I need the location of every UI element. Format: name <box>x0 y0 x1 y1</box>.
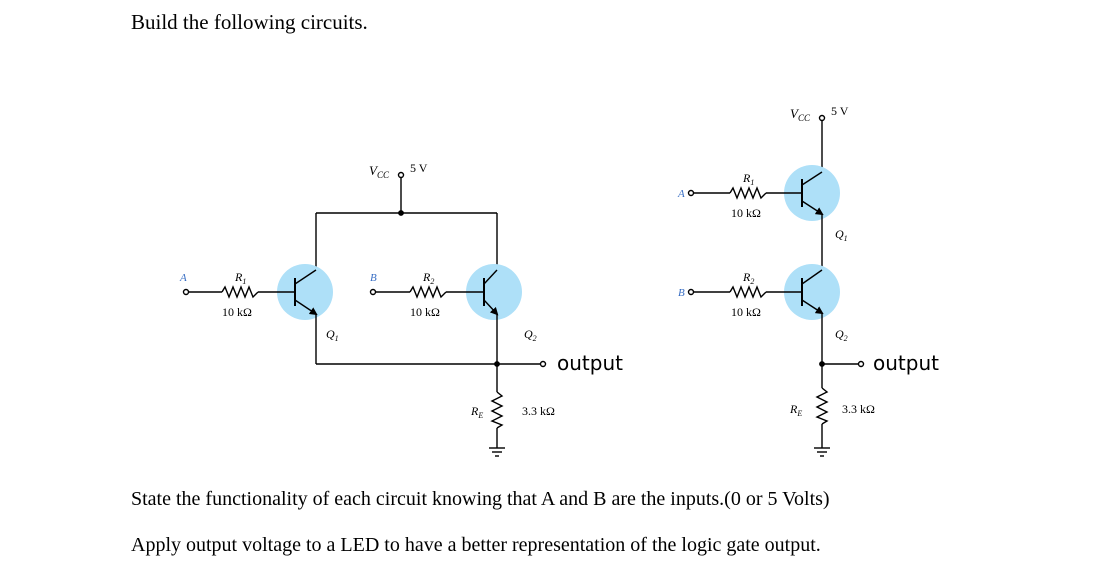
right-input-a-terminal <box>687 189 695 197</box>
right-q1-body <box>784 165 840 221</box>
right-output-terminal <box>857 360 865 368</box>
left-vcc-label: VCC <box>369 163 390 180</box>
left-input-b-label: B <box>370 272 377 284</box>
right-r1-label: R1 <box>742 171 754 187</box>
left-r1-label: R1 <box>234 270 246 286</box>
left-input-a-terminal <box>182 288 190 296</box>
left-input-a-label: A <box>179 272 187 284</box>
right-input-a-label: A <box>677 188 685 200</box>
left-ground-icon <box>489 447 505 457</box>
page-heading: Build the following circuits. <box>131 10 368 34</box>
left-q2-label: Q2 <box>524 327 537 343</box>
right-ground-icon <box>814 447 830 457</box>
right-r2-resistor <box>729 285 767 299</box>
left-q2-emitter <box>483 299 499 316</box>
left-q1-label: Q1 <box>326 327 339 343</box>
left-r1-value: 10 kΩ <box>222 305 252 319</box>
left-q2-transistor <box>466 264 522 320</box>
right-vcc-label: VCC <box>790 106 811 123</box>
right-input-b-label: B <box>678 287 685 299</box>
right-q2-emitter <box>801 299 824 315</box>
left-r2-resistor <box>409 285 447 299</box>
right-output-label: output <box>873 351 939 375</box>
left-vcc-terminal <box>397 171 405 179</box>
right-r1-value: 10 kΩ <box>731 206 761 220</box>
circuit-left <box>182 171 547 457</box>
right-re-resistor <box>815 387 829 425</box>
right-input-b-terminal <box>687 288 695 296</box>
left-q2-body <box>466 264 522 320</box>
left-r2-label: R2 <box>422 270 434 286</box>
left-re-label: RE <box>470 404 483 420</box>
right-re-value: 3.3 kΩ <box>842 402 875 416</box>
left-re-value: 3.3 kΩ <box>522 404 555 418</box>
left-r2-value: 10 kΩ <box>410 305 440 319</box>
question-functionality: State the functionality of each circuit … <box>131 488 830 510</box>
left-q1-body <box>277 264 333 320</box>
left-r1-resistor <box>221 285 259 299</box>
left-output-terminal <box>539 360 547 368</box>
left-re-resistor <box>490 391 504 429</box>
left-q1-transistor <box>277 264 333 320</box>
right-vcc-terminal <box>818 114 826 122</box>
left-output-label: output <box>557 351 623 375</box>
right-q2-body <box>784 264 840 320</box>
left-q2-collector <box>483 269 498 285</box>
right-re-label: RE <box>789 402 802 418</box>
right-vcc-value: 5 V <box>831 104 849 118</box>
left-q1-collector <box>294 269 317 285</box>
right-q1-label: Q1 <box>835 227 848 243</box>
left-vcc-value: 5 V <box>410 161 428 175</box>
right-r2-label: R2 <box>742 270 754 286</box>
question-led: Apply output voltage to a LED to have a … <box>131 534 821 556</box>
right-q1-emitter <box>801 200 824 216</box>
circuit-right-labels: VCC 5 V A B R1 10 kΩ R2 10 kΩ Q1 Q2 outp… <box>677 104 939 418</box>
left-q1-emitter <box>294 299 318 316</box>
right-r2-value: 10 kΩ <box>731 305 761 319</box>
circuit-left-labels: VCC 5 V A B R1 10 kΩ R2 10 kΩ Q1 Q2 outp… <box>179 161 623 420</box>
circuit-right <box>687 114 865 457</box>
right-r1-resistor <box>729 186 767 200</box>
right-q2-label: Q2 <box>835 327 848 343</box>
right-q2-collector <box>801 269 823 285</box>
left-input-b-terminal <box>369 288 377 296</box>
right-q1-collector <box>801 171 823 186</box>
